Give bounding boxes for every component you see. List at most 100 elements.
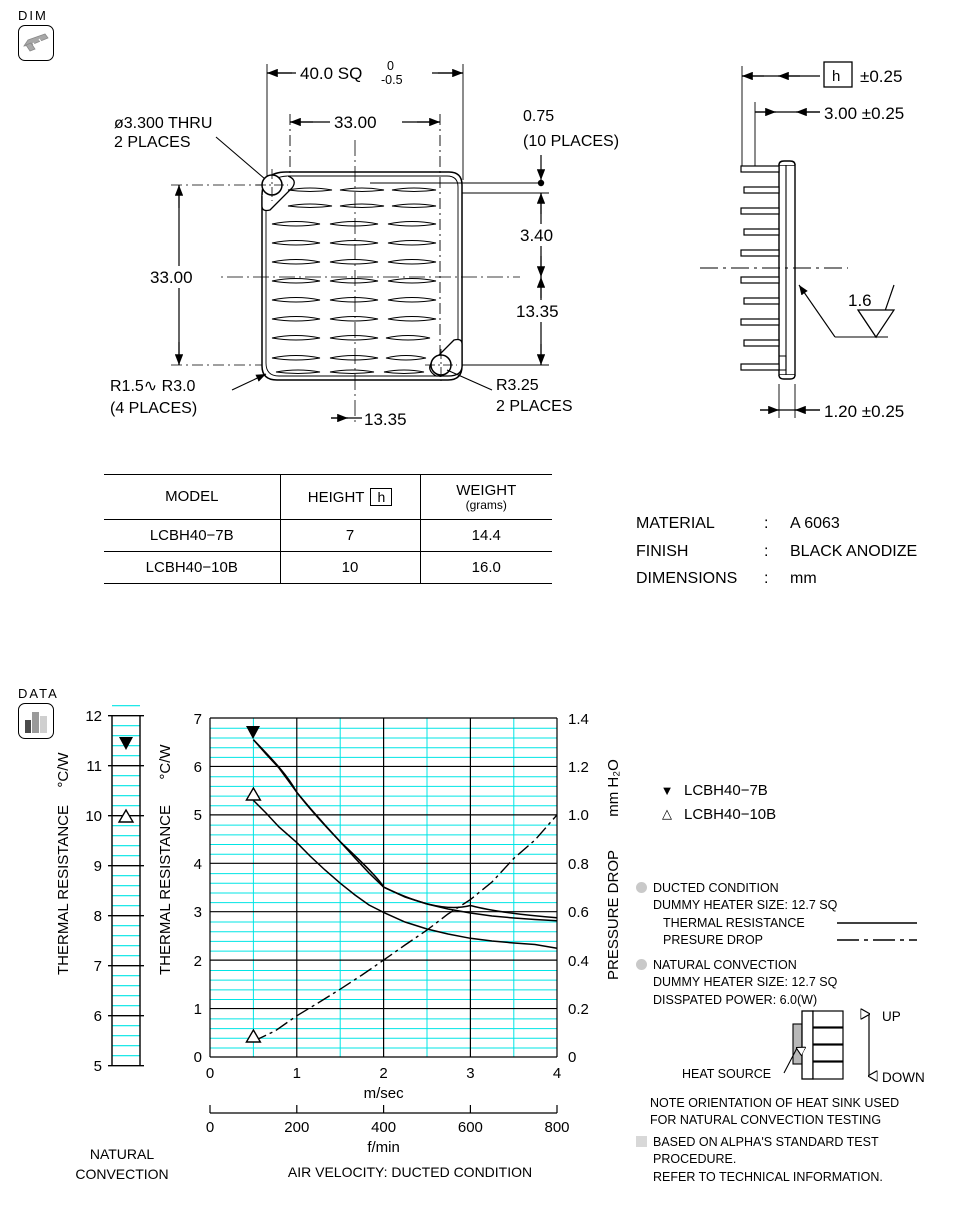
- data-section-icon: DATA: [18, 686, 59, 739]
- data-section-label: DATA: [18, 686, 59, 701]
- cell-weight: 14.4: [420, 519, 552, 552]
- top-view-drawing: 40.0 SQ 0 -0.5 33.00 ø3.300 THRU 2 PLACE…: [110, 59, 619, 429]
- dim-mid-offset: 13.35: [516, 302, 559, 321]
- corner-radius-1-value: R1.5∿ R3.0: [110, 378, 196, 395]
- bullet-dot-icon: [636, 959, 647, 970]
- nc-marker-10b: [117, 808, 135, 823]
- orientation-sketch: HEAT SOURCE UP DOWN: [682, 1000, 925, 1085]
- col-header-height-text: HEIGHT: [307, 488, 365, 506]
- dimensions-sep: :: [764, 570, 769, 588]
- side-view-drawing: h ±0.25 3.00 ±0.25 1.6 1.20 ±0.25: [700, 61, 904, 421]
- corner-radius-2-places: 2 PLACES: [496, 398, 572, 415]
- x2tick-600: 600: [458, 1119, 483, 1136]
- solid-line-sample-icon: [837, 922, 917, 924]
- heat-source-block: [792, 1023, 803, 1065]
- natural-heater: DUMMY HEATER SIZE: 12.7 SQ: [653, 975, 838, 990]
- bullet-square-icon: [636, 1136, 647, 1147]
- dimensions-row: DIMENSIONS : mm: [636, 565, 917, 593]
- notes-block: DUCTED CONDITION DUMMY HEATER SIZE: 12.7…: [636, 880, 961, 1013]
- base-thickness-dim: 1.20 ±0.25: [824, 402, 904, 421]
- ytick-2: 2: [194, 953, 202, 970]
- chart-marker-10b: [245, 786, 262, 801]
- legend-label-10b: LCBH40−10B: [684, 805, 777, 823]
- ducted-condition-chart: 7 6 5 4 3 2 1 0 1.4 1.2 1.0 0.8 0.6 0.4 …: [157, 711, 622, 1156]
- note-natural: NATURAL CONVECTION DUMMY HEATER SIZE: 12…: [636, 957, 961, 1009]
- dim-tol-lower: -0.5: [381, 73, 403, 87]
- curve-thermal-10b: [252, 799, 558, 949]
- material-spec-block: MATERIAL : A 6063 FINISH : BLACK ANODIZE…: [636, 510, 917, 593]
- dim-tol-upper: 0: [387, 59, 394, 73]
- natural-power: DISSPATED POWER: 6.0(W): [653, 992, 818, 1007]
- natural-convection-chart: 12 11 10 9 8 7 6 5 THERMAL RESISTANCE °C…: [55, 705, 144, 1075]
- cell-model: LCBH40−7B: [104, 519, 281, 552]
- ducted-heater: DUMMY HEATER SIZE: 12.7 SQ: [653, 898, 838, 913]
- chart-legend: ▼ LCBH40−7B △ LCBH40−10B: [650, 778, 777, 826]
- finish-key: FINISH: [636, 542, 689, 560]
- nc-axis-title: THERMAL RESISTANCE: [55, 805, 72, 975]
- nc-ytick-7: 7: [94, 958, 102, 975]
- right-axis-title: PRESSURE DROP: [605, 850, 622, 980]
- curve-pressure-drop: [253, 814, 558, 1042]
- nc-marker-7b: [119, 737, 133, 750]
- corner-radius-2-value: R3.25: [496, 377, 539, 394]
- legend-label-7b: LCBH40−7B: [684, 781, 768, 799]
- nc-axis-unit: °C/W: [55, 752, 72, 788]
- bar-chart-icon: [18, 703, 54, 739]
- dim-overall-width: 40.0 SQ: [300, 64, 362, 83]
- dim-edge-offset: 3.40: [520, 226, 553, 245]
- up-label: UP: [882, 1009, 901, 1024]
- material-row: MATERIAL : A 6063: [636, 510, 917, 538]
- table-row: LCBH40−7B 7 14.4: [104, 519, 552, 552]
- ducted-pressure-row: PRESURE DROP: [653, 932, 961, 949]
- left-axis-title: THERMAL RESISTANCE: [157, 805, 174, 975]
- nc-ytick-5: 5: [94, 1058, 102, 1075]
- dimensions-key: DIMENSIONS: [636, 570, 738, 588]
- material-key: MATERIAL: [636, 515, 715, 532]
- y2tick-0.4: 0.4: [568, 953, 589, 970]
- air-velocity-caption: AIR VELOCITY: DUCTED CONDITION: [287, 1164, 533, 1180]
- hole-note-line2: 2 PLACES: [114, 134, 190, 151]
- ytick-7: 7: [194, 711, 202, 728]
- orientation-note: NOTE ORIENTATION OF HEAT SINK USED FOR N…: [650, 1095, 967, 1130]
- finish-value: BLACK ANODIZE: [790, 542, 918, 560]
- orientation-note-line2: FOR NATURAL CONVECTION TESTING: [650, 1113, 882, 1128]
- fin-pitch-value: 0.75: [523, 108, 554, 125]
- table-row: LCBH40−10B 10 16.0: [104, 551, 552, 584]
- dim-bottom-offset: 13.35: [364, 410, 407, 429]
- dashdot-line-sample-icon: [837, 939, 917, 942]
- left-axis-unit: °C/W: [157, 744, 174, 780]
- legend-marker-filled-triangle-icon: ▼: [660, 782, 674, 798]
- col-header-weight: WEIGHT (grams): [420, 474, 552, 520]
- y2tick-0.6: 0.6: [568, 904, 589, 921]
- xtick-0: 0: [206, 1065, 214, 1082]
- right-axis-unit: mm H₂O: [605, 759, 622, 816]
- standard-test-note: BASED ON ALPHA'S STANDARD TEST PROCEDURE…: [636, 1134, 961, 1190]
- chart-marker-pressure: [245, 1028, 262, 1043]
- nc-ytick-12: 12: [85, 708, 102, 725]
- legend-marker-open-triangle-icon: △: [662, 806, 672, 821]
- dim-section-icon: DIM: [18, 8, 54, 61]
- height-symbol-box: h: [832, 68, 840, 85]
- note-ducted: DUCTED CONDITION DUMMY HEATER SIZE: 12.7…: [636, 880, 961, 949]
- heat-source-label: HEAT SOURCE: [682, 1067, 771, 1081]
- x2tick-800: 800: [544, 1119, 569, 1136]
- curve-thermal-7b-path: [252, 739, 558, 922]
- natural-convection-caption: NATURAL CONVECTION: [75, 1146, 169, 1183]
- ytick-6: 6: [194, 759, 202, 776]
- height-tolerance: ±0.25: [860, 67, 902, 86]
- y2tick-0.8: 0.8: [568, 856, 589, 873]
- material-value: A 6063: [790, 515, 840, 532]
- ytick-1: 1: [194, 1001, 202, 1018]
- y2tick-0: 0: [568, 1049, 576, 1066]
- surface-finish-value: 1.6: [848, 291, 872, 310]
- nc-ytick-11: 11: [86, 758, 102, 775]
- material-sep: :: [764, 515, 769, 532]
- xaxis-label-fmin: f/min: [367, 1139, 400, 1156]
- cell-weight: 16.0: [420, 551, 552, 584]
- ducted-thermal-row: THERMAL RESISTANCE: [653, 915, 961, 932]
- y2tick-1.4: 1.4: [568, 711, 589, 728]
- nc-ytick-6: 6: [94, 1008, 102, 1025]
- nc-ytick-9: 9: [94, 858, 102, 875]
